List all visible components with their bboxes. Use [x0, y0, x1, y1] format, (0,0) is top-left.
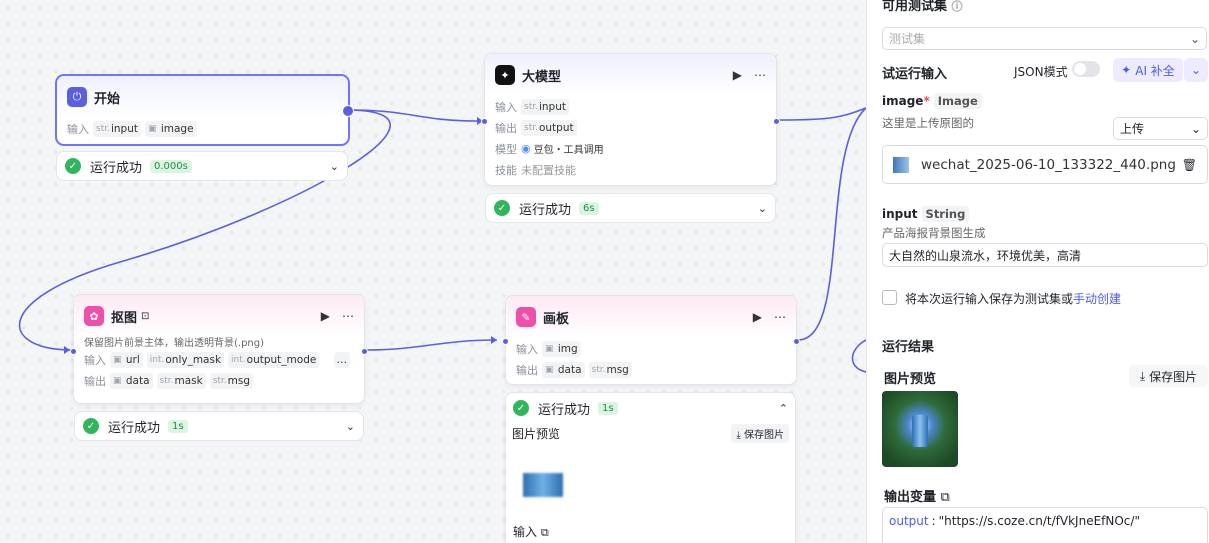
status-bar-cutout[interactable]: ✓ 运行成功 1s ⌄: [74, 411, 364, 441]
check-icon: ✓: [494, 200, 510, 216]
result-title: 运行结果: [882, 340, 935, 355]
edge-start-cutout: [18, 109, 391, 351]
output-port[interactable]: [773, 118, 780, 125]
preview-thumbnail[interactable]: [523, 473, 563, 497]
edge-llm-out: [778, 107, 866, 121]
start-icon: ⏻: [67, 87, 87, 107]
info-icon: ⓘ: [951, 0, 963, 13]
output-port[interactable]: [793, 338, 800, 345]
manual-create-link[interactable]: 手动创建: [1073, 292, 1122, 306]
edge-cutout-board: [366, 339, 498, 351]
node-start[interactable]: ⏻ 开始 输入 str.input ▣ image: [56, 75, 354, 145]
node-board[interactable]: ✎ 画板 ▶⋯ 输入▣ img 输出 ▣ data str.msg: [502, 295, 800, 385]
image-icon: ▣: [147, 123, 157, 134]
node-cutout[interactable]: ✿ 抠图 ⊡ ▶⋯ 保留图片前景主体，输出透明背景(.png) 输入 ▣ url…: [70, 294, 368, 404]
board-result-panel: ✓ 运行成功 1s ⌃ 图片预览 ⤓ 保存图片 输入 ⧉: [505, 392, 796, 543]
run-icon[interactable]: ▶: [320, 309, 330, 323]
more-params-button[interactable]: …: [333, 351, 350, 368]
run-input-title: 试运行输入: [882, 67, 948, 82]
ai-fill-dropdown[interactable]: ⌄: [1184, 58, 1208, 82]
testset-title: 可用测试集 ⓘ: [882, 0, 963, 14]
run-icon[interactable]: ▶: [732, 68, 742, 82]
edge-right-in: [851, 339, 866, 373]
uploaded-file[interactable]: wechat_2025-06-10_133322_440.png 🗑: [882, 145, 1208, 184]
more-icon[interactable]: ⋯: [342, 309, 354, 323]
input-value-field[interactable]: 大自然的山泉流水，环境优美，高清: [882, 243, 1208, 267]
chevron-up-icon[interactable]: ⌃: [778, 401, 788, 415]
input-port[interactable]: [481, 118, 488, 125]
upload-mode-select[interactable]: 上传⌄: [1113, 117, 1208, 140]
cutout-icon: ✿: [84, 306, 104, 326]
save-image-button[interactable]: ⤓ 保存图片: [731, 423, 789, 443]
edge-board-out: [797, 107, 866, 341]
param-tag: ▣ image: [144, 120, 197, 137]
ai-fill-button[interactable]: ✦ AI 补全: [1113, 58, 1183, 82]
json-mode-toggle[interactable]: [1072, 61, 1100, 77]
edges-layer: [18, 107, 866, 373]
output-port[interactable]: [361, 348, 368, 355]
doubao-icon: ◉: [521, 142, 531, 155]
input-port[interactable]: [70, 348, 77, 355]
output-port[interactable]: [342, 105, 354, 117]
result-image[interactable]: [882, 391, 958, 467]
check-icon: ✓: [83, 418, 99, 434]
testset-select[interactable]: 测试集⌄: [882, 27, 1207, 50]
copy-icon[interactable]: ⧉: [540, 526, 549, 539]
plugin-icon: ⊡: [141, 310, 150, 322]
input-port[interactable]: [502, 338, 509, 345]
board-icon: ✎: [516, 307, 536, 327]
output-vars-box: output:"https://s.coze.cn/t/fVkJneEfNOc/…: [882, 507, 1208, 543]
workflow-canvas[interactable]: ⏻ 开始 输入 str.input ▣ image ✓ 运行成功 0.000s …: [0, 0, 866, 543]
chevron-down-icon[interactable]: ⌄: [329, 159, 339, 173]
llm-icon: ✦: [495, 65, 515, 85]
chevron-down-icon: ⌄: [1189, 31, 1200, 46]
check-icon: ✓: [65, 158, 81, 174]
node-title: 开始: [94, 91, 121, 107]
more-icon[interactable]: ⋯: [754, 68, 766, 82]
save-image-button[interactable]: ⤓ 保存图片: [1129, 365, 1208, 387]
test-run-panel: 可用测试集 ⓘ 测试集⌄ 试运行输入 JSON模式 ✦ AI 补全 ⌄ imag…: [866, 0, 1209, 543]
delete-icon[interactable]: 🗑: [1181, 157, 1197, 172]
chevron-down-icon[interactable]: ⌄: [757, 201, 767, 215]
param-tag: str.input: [93, 120, 141, 137]
save-testset-checkbox[interactable]: [882, 290, 897, 305]
check-icon: ✓: [513, 400, 529, 416]
copy-icon[interactable]: ⧉: [940, 490, 950, 505]
status-bar-start[interactable]: ✓ 运行成功 0.000s ⌄: [56, 151, 348, 181]
edge-start-llm: [349, 109, 478, 122]
image-file-icon: [893, 156, 909, 173]
status-bar-llm[interactable]: ✓ 运行成功 6s ⌄: [485, 193, 776, 223]
chevron-down-icon[interactable]: ⌄: [345, 419, 355, 433]
run-icon[interactable]: ▶: [752, 310, 762, 324]
json-mode-label: JSON模式: [1014, 65, 1068, 79]
more-icon[interactable]: ⋯: [774, 310, 786, 324]
